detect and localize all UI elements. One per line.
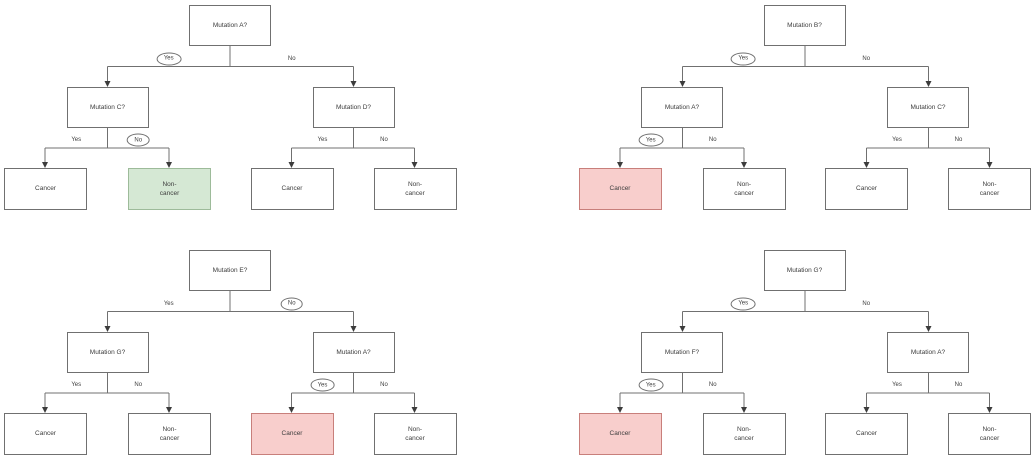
leaf-node-3: Cancer: [825, 413, 908, 455]
arrow-down-icon: [411, 162, 418, 168]
arrow-down-icon: [288, 162, 295, 168]
arrowhead-icons: [42, 326, 418, 413]
branch-label-left-yes: Yes: [71, 137, 82, 143]
branch-label-right-yes: Yes: [317, 137, 328, 143]
connector-lines: [44, 291, 415, 407]
tree-connectors: [42, 46, 418, 168]
arrow-down-icon: [863, 407, 869, 413]
question-node-right: Mutation C?: [887, 87, 969, 128]
branch-label-right-yes: Yes: [310, 378, 335, 392]
question-node-left: Mutation C?: [66, 87, 149, 128]
decision-tree-1: Mutation A? Yes No Mutation C? Mutation …: [0, 0, 460, 212]
connector-lines: [619, 46, 990, 162]
branch-label-right-yes: Yes: [892, 137, 902, 143]
branch-label-root-no: No: [287, 55, 296, 62]
arrow-down-icon: [411, 407, 418, 413]
leaf-node-3: Cancer: [825, 168, 908, 210]
question-node-right: Mutation A?: [312, 332, 395, 373]
question-node-left: Mutation A?: [641, 87, 723, 128]
arrow-down-icon: [288, 407, 295, 413]
arrowhead-icons: [616, 326, 992, 413]
decision-tree-3: Mutation E? Yes No Mutation G? Mutation …: [0, 245, 460, 457]
branch-label-left-yes: Yes: [638, 133, 664, 147]
decision-tree-2: Mutation B? Yes No Mutation A? Mutation …: [575, 0, 1035, 212]
arrow-down-icon: [679, 81, 685, 87]
arrow-down-icon: [740, 162, 747, 168]
arrow-down-icon: [166, 162, 172, 168]
leaf-node-3: Cancer: [250, 413, 334, 455]
branch-label-root-yes: Yes: [730, 52, 756, 65]
arrow-down-icon: [166, 407, 172, 413]
arrowhead-icons: [616, 81, 992, 168]
arrow-down-icon: [350, 326, 357, 332]
tree-connectors: [616, 46, 992, 168]
arrow-down-icon: [986, 407, 992, 413]
question-node-right: Mutation D?: [312, 87, 395, 128]
leaf-node-2: Non- cancer: [128, 168, 211, 210]
arrow-down-icon: [925, 81, 931, 87]
leaf-node-1: Cancer: [578, 168, 662, 210]
branch-label-left-no: No: [126, 133, 150, 147]
root-question-node: Mutation B?: [763, 5, 846, 46]
leaf-node-1: Cancer: [4, 168, 87, 210]
branch-label-left-no: No: [708, 137, 717, 143]
connector-lines: [44, 46, 415, 162]
branch-label-left-no: No: [708, 382, 717, 388]
arrow-down-icon: [42, 407, 48, 413]
arrow-down-icon: [616, 407, 623, 413]
arrow-down-icon: [925, 326, 931, 332]
root-question-node: Mutation G?: [763, 250, 846, 291]
branch-label-left-yes: Yes: [71, 382, 82, 388]
branch-label-root-yes: Yes: [730, 297, 756, 310]
root-question-node: Mutation A?: [189, 5, 271, 46]
branch-label-right-yes: Yes: [892, 382, 902, 388]
leaf-node-1: Cancer: [578, 413, 662, 455]
leaf-node-4: Non- cancer: [373, 413, 457, 455]
question-node-right: Mutation A?: [887, 332, 969, 373]
leaf-node-3: Cancer: [250, 168, 334, 210]
branch-label-root-yes: Yes: [163, 300, 174, 307]
branch-label-root-yes: Yes: [156, 52, 182, 65]
branch-label-right-no: No: [380, 382, 388, 388]
decision-tree-4: Mutation G? Yes No Mutation F? Mutation …: [575, 245, 1035, 457]
arrow-down-icon: [679, 326, 685, 332]
arrow-down-icon: [104, 81, 111, 87]
arrow-down-icon: [350, 81, 357, 87]
root-question-node: Mutation E?: [189, 250, 271, 291]
branch-label-right-no: No: [954, 137, 963, 143]
question-node-left: Mutation G?: [66, 332, 149, 373]
leaf-node-4: Non- cancer: [373, 168, 457, 210]
leaf-node-2: Non- cancer: [702, 168, 786, 210]
branch-label-right-no: No: [954, 382, 963, 388]
leaf-node-4: Non- cancer: [948, 413, 1031, 455]
leaf-node-2: Non- cancer: [702, 413, 786, 455]
arrow-down-icon: [740, 407, 747, 413]
leaf-node-1: Cancer: [4, 413, 87, 455]
connector-lines: [619, 291, 990, 407]
branch-label-left-no: No: [134, 382, 143, 388]
branch-label-left-yes: Yes: [638, 378, 664, 392]
arrow-down-icon: [616, 162, 623, 168]
branch-label-root-no: No: [862, 55, 871, 62]
tree-connectors: [42, 291, 418, 413]
arrow-down-icon: [104, 326, 111, 332]
branch-label-root-no: No: [862, 300, 871, 307]
leaf-node-4: Non- cancer: [948, 168, 1031, 210]
arrow-down-icon: [863, 162, 869, 168]
branch-label-right-no: No: [380, 137, 388, 143]
question-node-left: Mutation F?: [641, 332, 723, 373]
branch-label-root-no: No: [280, 297, 304, 310]
arrow-down-icon: [986, 162, 992, 168]
tree-connectors: [616, 291, 992, 413]
arrowhead-icons: [42, 81, 418, 168]
arrow-down-icon: [42, 162, 48, 168]
leaf-node-2: Non- cancer: [128, 413, 211, 455]
